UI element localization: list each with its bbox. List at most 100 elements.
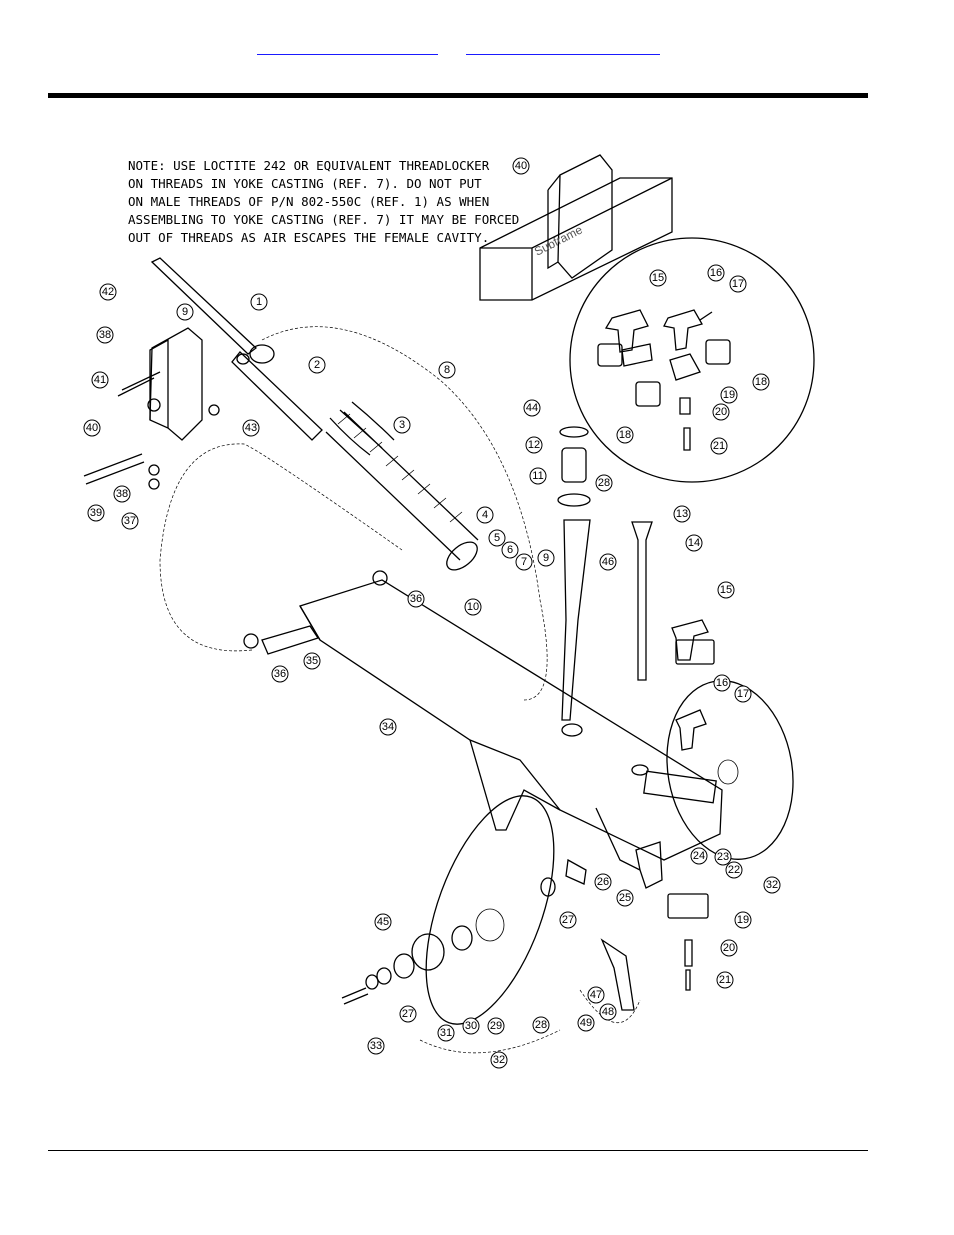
svg-text:23: 23: [717, 851, 729, 863]
callout-39: 39: [87, 504, 105, 522]
callout-42: 42: [99, 283, 117, 301]
callout-27a: 27: [559, 911, 577, 929]
svg-text:38: 38: [99, 329, 111, 341]
callout-17a: 17: [729, 275, 747, 293]
svg-text:49: 49: [580, 1017, 592, 1029]
svg-text:25: 25: [619, 892, 631, 904]
callout-12: 12: [525, 436, 543, 454]
svg-text:39: 39: [90, 507, 102, 519]
svg-text:38: 38: [116, 488, 128, 500]
callout-38a: 38: [96, 326, 114, 344]
callout-6: 6: [501, 541, 519, 559]
top-rule: [48, 93, 868, 98]
svg-text:28: 28: [535, 1019, 547, 1031]
callouts: 1 2 3 4 5 6 7 8 9 9 10 11 12 13 14 15 15…: [83, 157, 781, 1069]
spring-assembly: [150, 257, 479, 571]
svg-text:47: 47: [590, 989, 602, 1001]
mount-bracket: [83, 327, 220, 490]
svg-text:45: 45: [377, 916, 389, 928]
callout-40a: 40: [512, 157, 530, 175]
svg-text:28: 28: [598, 477, 610, 489]
callout-20a: 20: [712, 403, 730, 421]
svg-text:5: 5: [494, 532, 500, 544]
callout-28b: 28: [532, 1016, 550, 1034]
svg-text:37: 37: [124, 515, 136, 527]
svg-text:2: 2: [314, 359, 320, 371]
svg-text:3: 3: [399, 419, 405, 431]
callout-11: 11: [529, 467, 547, 485]
svg-text:9: 9: [182, 306, 188, 318]
callout-3: 3: [393, 416, 411, 434]
svg-text:12: 12: [528, 439, 540, 451]
svg-text:41: 41: [94, 374, 106, 386]
callout-44: 44: [523, 399, 541, 417]
callout-33: 33: [367, 1037, 385, 1055]
callout-20b: 20: [720, 939, 738, 957]
svg-text:34: 34: [382, 721, 394, 733]
callout-16a: 16: [707, 264, 725, 282]
assembly-note: NOTE: USE LOCTITE 242 OR EQUIVALENT THRE…: [128, 158, 519, 245]
header-link-1[interactable]: [257, 42, 438, 55]
callout-19b: 19: [734, 911, 752, 929]
svg-text:9: 9: [543, 552, 549, 564]
callout-29: 29: [487, 1017, 505, 1035]
svg-text:18: 18: [619, 429, 631, 441]
callout-18b: 18: [752, 373, 770, 391]
callout-32b: 32: [490, 1051, 508, 1069]
callout-46: 46: [599, 553, 617, 571]
note-line-3: ON MALE THREADS OF P/N 802-550C (REF. 1)…: [128, 194, 489, 209]
callout-49: 49: [577, 1014, 595, 1032]
note-line-4: ASSEMBLING TO YOKE CASTING (REF. 7) IT M…: [128, 212, 519, 227]
closing-wheel-parts: [671, 619, 715, 751]
svg-text:4: 4: [482, 509, 488, 521]
svg-text:40: 40: [86, 422, 98, 434]
callout-25: 25: [616, 889, 634, 907]
callout-43: 43: [242, 419, 260, 437]
svg-text:19: 19: [737, 914, 749, 926]
callout-13: 13: [673, 505, 691, 523]
callout-48: 48: [599, 1003, 617, 1021]
callout-1: 1: [250, 293, 268, 311]
header-links: [0, 42, 954, 58]
detail-view: [569, 237, 815, 483]
callout-9a: 9: [176, 303, 194, 321]
svg-text:42: 42: [102, 286, 114, 298]
svg-text:35: 35: [306, 655, 318, 667]
svg-text:46: 46: [602, 556, 614, 568]
callout-21b: 21: [716, 971, 734, 989]
svg-text:15: 15: [652, 272, 664, 284]
callout-41: 41: [91, 371, 109, 389]
note-line-2: ON THREADS IN YOKE CASTING (REF. 7). DO …: [128, 176, 482, 191]
svg-text:32: 32: [493, 1054, 505, 1066]
callout-15b: 15: [717, 581, 735, 599]
svg-text:1: 1: [256, 296, 262, 308]
seed-tube: [557, 426, 653, 721]
scraper-parts: [540, 841, 709, 1011]
svg-text:10: 10: [467, 601, 479, 613]
note-line-5: OUT OF THREADS AS AIR ESCAPES THE FEMALE…: [128, 230, 489, 245]
subframe-bracket: Subframe: [479, 154, 673, 301]
svg-text:7: 7: [521, 556, 527, 568]
svg-text:20: 20: [723, 942, 735, 954]
svg-text:21: 21: [719, 974, 731, 986]
callout-27b: 27: [399, 1005, 417, 1023]
svg-text:29: 29: [490, 1020, 502, 1032]
callout-37: 37: [121, 512, 139, 530]
callout-19a: 19: [720, 386, 738, 404]
callout-35: 35: [303, 652, 321, 670]
svg-text:32: 32: [766, 879, 778, 891]
svg-text:36: 36: [274, 668, 286, 680]
svg-text:36: 36: [410, 593, 422, 605]
svg-text:8: 8: [444, 364, 450, 376]
header-link-2[interactable]: [466, 42, 660, 55]
callout-9b: 9: [537, 549, 555, 567]
svg-text:30: 30: [465, 1020, 477, 1032]
svg-text:31: 31: [440, 1027, 452, 1039]
svg-text:27: 27: [402, 1008, 414, 1020]
callout-32a: 32: [763, 876, 781, 894]
callout-36a: 36: [407, 590, 425, 608]
disc-assembly-right: [666, 680, 794, 860]
svg-text:19: 19: [723, 389, 735, 401]
callout-16b: 16: [713, 674, 731, 692]
disc-assembly-left: [341, 795, 555, 1025]
